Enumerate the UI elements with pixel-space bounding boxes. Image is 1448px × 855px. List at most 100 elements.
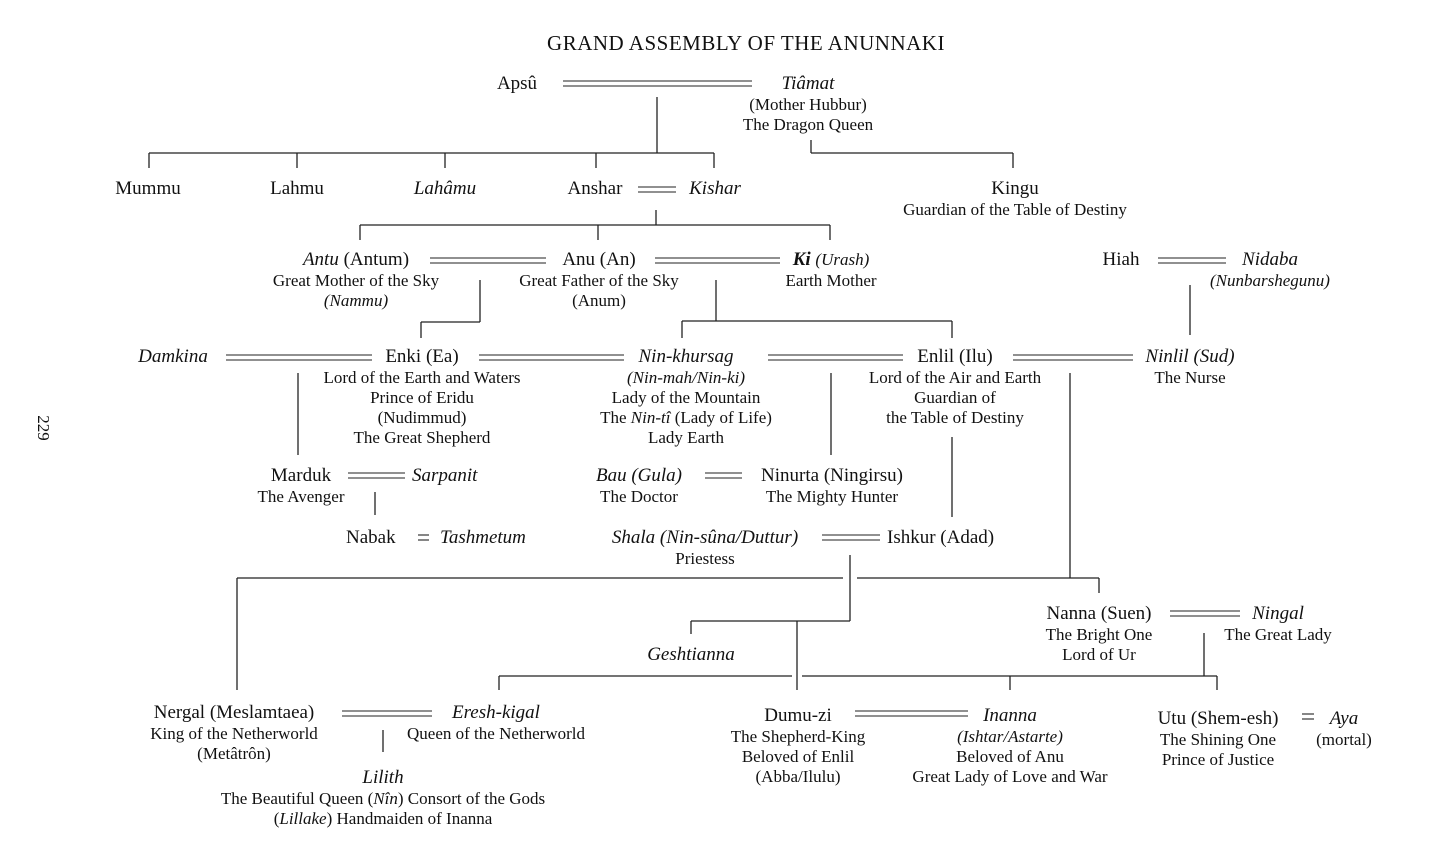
epithet: The Shepherd-King bbox=[730, 727, 866, 746]
node-nergal: Nergal (Meslamtaea) King of the Netherwo… bbox=[150, 702, 318, 764]
node-tiamat: Tiâmat (Mother Hubbur) The Dragon Queen bbox=[743, 73, 873, 135]
page-number: 229 bbox=[33, 415, 53, 441]
epithet: The Beautiful Queen (Nîn) Consort of the… bbox=[220, 789, 546, 808]
marriage-shala-ishkur bbox=[822, 534, 880, 541]
name: Anu (An) bbox=[562, 249, 636, 270]
marriage-nergal-ereshkigal bbox=[342, 710, 432, 717]
node-kingu: Kingu Guardian of the Table of Destiny bbox=[903, 178, 1127, 220]
node-damkina: Damkina bbox=[138, 346, 208, 367]
marriage-dumuzi-inanna bbox=[855, 710, 968, 717]
epithet: Earth Mother bbox=[785, 271, 877, 290]
name: Ningal bbox=[1252, 603, 1304, 624]
node-apsu: Apsû bbox=[496, 73, 538, 94]
node-mummu: Mummu bbox=[115, 178, 181, 199]
epithet: Guardian of bbox=[914, 388, 996, 407]
epithet: Great Mother of the Sky bbox=[272, 271, 440, 290]
name: Bau bbox=[595, 465, 627, 486]
name: Eresh-kigal bbox=[452, 702, 540, 723]
alt-name: (Nin-mah/Nin-ki) bbox=[626, 368, 746, 387]
epithet: The Bright One bbox=[1045, 625, 1153, 644]
epithet: Lady Earth bbox=[648, 428, 724, 447]
alt-name: (Gula) bbox=[631, 465, 683, 486]
name: Nergal (Meslamtaea) bbox=[153, 702, 315, 723]
node-enki: Enki (Ea) Lord of the Earth and Waters P… bbox=[323, 346, 520, 448]
alt-name: (Urash) bbox=[815, 250, 870, 269]
epithet: The Shining One bbox=[1159, 730, 1277, 749]
epithet: (Lillake) Handmaiden of Inanna bbox=[273, 809, 493, 828]
node-geshtianna: Geshtianna bbox=[647, 644, 735, 665]
name: Shala bbox=[611, 527, 656, 548]
alt-name: (Nin-sûna/Duttur) bbox=[659, 527, 799, 548]
epithet: The Nin-tî (Lady of Life) bbox=[600, 408, 772, 427]
epithet: (mortal) bbox=[1316, 730, 1372, 749]
node-dumuzi: Dumu-zi The Shepherd-King Beloved of Enl… bbox=[731, 705, 866, 787]
name: Ninurta (Ningirsu) bbox=[761, 465, 903, 486]
node-ningal: Ningal The Great Lady bbox=[1224, 603, 1332, 645]
node-ninurta: Ninurta (Ningirsu) The Mighty Hunter bbox=[761, 465, 903, 507]
epithet: The Dragon Queen bbox=[742, 115, 874, 134]
marriage-enlil-ninlil bbox=[1013, 354, 1133, 361]
node-anshar: Anshar bbox=[567, 178, 623, 199]
epithet: The Great Lady bbox=[1224, 625, 1332, 644]
marriage-nabak-tashmetum bbox=[418, 534, 429, 541]
name: Inanna bbox=[983, 705, 1037, 726]
epithet: (Metâtrôn) bbox=[197, 744, 271, 763]
alt-name: (Antum) bbox=[343, 249, 410, 270]
epithet: Lord of the Air and Earth bbox=[868, 368, 1042, 387]
epithet: Queen of the Netherworld bbox=[407, 724, 585, 743]
node-nanna: Nanna (Suen) The Bright One Lord of Ur bbox=[1046, 603, 1153, 665]
marriage-lines bbox=[226, 80, 1314, 720]
epithet: Guardian of the Table of Destiny bbox=[903, 200, 1127, 219]
name: Nin-khursag bbox=[638, 346, 734, 367]
alt-name: (Nunbarshegunu) bbox=[1210, 271, 1330, 290]
marriage-ninkhursag-enlil bbox=[768, 354, 903, 361]
alt-name: (Mother Hubbur) bbox=[749, 95, 867, 114]
node-sarpanit: Sarpanit bbox=[412, 465, 478, 486]
epithet: the Table of Destiny bbox=[886, 408, 1024, 427]
epithet: Lord of Ur bbox=[1062, 645, 1136, 664]
node-ninlil: Ninlil (Sud) The Nurse bbox=[1145, 346, 1234, 388]
alt-name: (Anum) bbox=[572, 291, 626, 310]
node-lilith: Lilith The Beautiful Queen (Nîn) Consort… bbox=[221, 767, 545, 829]
name: Lilith bbox=[362, 767, 404, 788]
marriage-antu-anu bbox=[430, 257, 546, 264]
name: Enlil (Ilu) bbox=[917, 346, 993, 367]
alt-name: (Sud) bbox=[1193, 346, 1235, 367]
node-aya: Aya (mortal) bbox=[1316, 708, 1372, 750]
epithet: Beloved of Enlil bbox=[741, 747, 855, 766]
marriage-apsu-tiamat bbox=[563, 80, 752, 87]
node-enlil: Enlil (Ilu) Lord of the Air and Earth Gu… bbox=[869, 346, 1041, 428]
node-shala: Shala (Nin-sûna/Duttur) Priestess bbox=[612, 527, 798, 569]
name: Dumu-zi bbox=[764, 705, 832, 726]
descent-lines bbox=[148, 97, 1218, 752]
node-tashmetum: Tashmetum bbox=[440, 527, 526, 548]
name: Kingu bbox=[991, 178, 1039, 199]
node-bau: Bau (Gula) The Doctor bbox=[596, 465, 682, 507]
node-marduk: Marduk The Avenger bbox=[257, 465, 344, 507]
name: Aya bbox=[1329, 708, 1359, 729]
marriage-bau-ninurta bbox=[705, 472, 742, 479]
name: Utu (Shem-esh) bbox=[1157, 708, 1279, 729]
epithet: (Nudimmud) bbox=[377, 408, 467, 427]
marriage-utu-aya bbox=[1302, 713, 1314, 720]
epithet: Prince of Justice bbox=[1161, 750, 1275, 769]
epithet: Lady of the Mountain bbox=[611, 388, 761, 407]
marriage-marduk-sarpanit bbox=[348, 472, 405, 479]
epithet: The Great Shepherd bbox=[353, 428, 491, 447]
name: Nanna (Suen) bbox=[1046, 603, 1152, 624]
name: Marduk bbox=[270, 465, 332, 486]
name: Antu bbox=[302, 249, 339, 270]
alt-name: (Ishtar/Astarte) bbox=[957, 727, 1063, 746]
epithet: Prince of Eridu bbox=[370, 388, 474, 407]
node-antu: Antu (Antum) Great Mother of the Sky (Na… bbox=[273, 249, 439, 311]
node-kishar: Kishar bbox=[689, 178, 741, 199]
node-ninkhursag: Nin-khursag (Nin-mah/Nin-ki) Lady of the… bbox=[600, 346, 772, 448]
epithet: The Avenger bbox=[257, 487, 345, 506]
name: Ninlil bbox=[1145, 346, 1189, 367]
node-anu: Anu (An) Great Father of the Sky (Anum) bbox=[519, 249, 679, 311]
node-ki: Ki (Urash) Earth Mother bbox=[785, 249, 876, 291]
epithet: Great Lady of Love and War bbox=[912, 767, 1108, 786]
marriage-anshar-kishar bbox=[638, 186, 676, 193]
alt-name-2: (Nammu) bbox=[323, 291, 389, 310]
